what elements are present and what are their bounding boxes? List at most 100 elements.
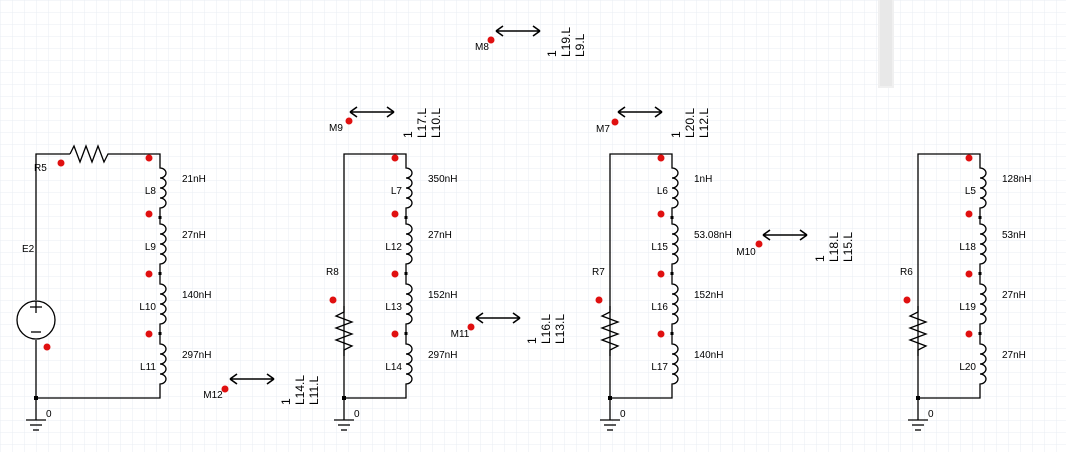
inductor-name: L5 <box>965 186 977 197</box>
resistor-r5[interactable] <box>69 144 112 164</box>
pin[interactable] <box>345 117 353 125</box>
inductor-l5[interactable]: L5 128nH <box>965 154 1032 213</box>
coupling-inductor-2: L15.L <box>841 232 855 262</box>
junction-dot <box>342 396 346 400</box>
resistor-r7[interactable] <box>600 306 620 356</box>
inductor-l6[interactable]: L6 1nH <box>657 154 712 213</box>
ground-symbol <box>26 398 46 431</box>
coupling-factor: 1 <box>279 398 293 405</box>
scrollbar-thumb[interactable] <box>880 0 892 86</box>
inductor-name: L16 <box>651 302 668 313</box>
inductor-value: 27nH <box>1002 350 1026 361</box>
coupling-m12[interactable]: M12 1 L14.L L11.L <box>203 373 321 405</box>
inductor-l13[interactable]: L13 152nH <box>385 270 457 329</box>
resistor-label: R7 <box>592 267 605 278</box>
inductor-coil <box>979 340 987 388</box>
pin[interactable] <box>43 343 51 351</box>
ground-label: 0 <box>928 409 934 420</box>
pin[interactable] <box>145 154 153 162</box>
coupling-arrow <box>349 106 395 118</box>
inductor-coil <box>405 164 413 212</box>
pin[interactable] <box>145 270 153 278</box>
inductor-l14[interactable]: L14 297nH <box>385 330 457 389</box>
pin[interactable] <box>391 154 399 162</box>
pin[interactable] <box>965 154 973 162</box>
inductor-name: L8 <box>145 186 157 197</box>
inductor-l9[interactable]: L9 27nH <box>145 210 206 269</box>
voltage-source-e2[interactable] <box>16 300 56 340</box>
coupling-m10[interactable]: M10 1 L18.L L15.L <box>736 229 855 262</box>
coupling-inductor-1: L19.L <box>559 27 573 57</box>
junction-dot <box>670 332 674 335</box>
inductor-l17[interactable]: L17 140nH <box>651 330 723 389</box>
inductor-l18[interactable]: L18 53nH <box>959 210 1026 269</box>
coupling-m11[interactable]: M11 1 L16.L L13.L <box>451 312 567 344</box>
inductor-value: 297nH <box>428 350 457 361</box>
pin[interactable] <box>657 330 665 338</box>
coupling-m9[interactable]: M9 1 L17.L L10.L <box>329 106 443 138</box>
inductor-coil <box>159 220 167 268</box>
inductor-name: L9 <box>145 242 157 253</box>
ground-symbol <box>600 398 620 431</box>
inductor-value: 140nH <box>694 350 723 361</box>
pin[interactable] <box>657 210 665 218</box>
coupling-name: M11 <box>451 329 470 340</box>
inductor-l11[interactable]: L11 297nH <box>140 330 211 389</box>
inductor-value: 21nH <box>182 174 206 185</box>
inductor-l19[interactable]: L19 27nH <box>959 270 1026 329</box>
pin[interactable] <box>467 323 475 331</box>
pin[interactable] <box>145 210 153 218</box>
inductor-l16[interactable]: L16 152nH <box>651 270 723 329</box>
inductor-l10[interactable]: L10 140nH <box>139 270 211 329</box>
pin[interactable] <box>611 118 619 126</box>
inductor-l7[interactable]: L7 350nH <box>391 154 458 213</box>
inductor-value: 350nH <box>428 174 457 185</box>
junction-dot <box>34 396 38 400</box>
inductor-coil <box>159 164 167 212</box>
pin[interactable] <box>965 210 973 218</box>
pin[interactable] <box>329 296 337 304</box>
inductor-coil <box>671 220 679 268</box>
coupling-m8[interactable]: M8 1 L19.L L9.L <box>475 25 587 57</box>
inductor-coil <box>671 164 679 212</box>
pin[interactable] <box>657 154 665 162</box>
pin[interactable] <box>57 159 65 167</box>
resistor-r8[interactable] <box>334 306 354 356</box>
pin[interactable] <box>595 296 603 304</box>
inductor-l8[interactable]: L8 21nH <box>145 154 206 213</box>
inductor-stack: L7 350nH L12 27nH L13 152nH L14 297nH <box>385 154 458 389</box>
pin[interactable] <box>903 296 911 304</box>
inductor-coil <box>671 280 679 328</box>
inductor-l20[interactable]: L20 27nH <box>959 330 1026 389</box>
resistor-r6[interactable] <box>908 306 928 356</box>
inductor-l15[interactable]: L15 53.08nH <box>651 210 732 269</box>
pin[interactable] <box>755 240 763 248</box>
junction-dot <box>158 272 162 275</box>
pin[interactable] <box>391 330 399 338</box>
inductor-name: L13 <box>385 302 402 313</box>
coupling-factor: 1 <box>525 337 539 344</box>
pin[interactable] <box>965 330 973 338</box>
coupling-inductor-2: L12.L <box>697 108 711 138</box>
pin[interactable] <box>657 270 665 278</box>
inductor-name: L14 <box>385 362 402 373</box>
pin[interactable] <box>965 270 973 278</box>
coupling-factor: 1 <box>669 131 683 138</box>
pin[interactable] <box>145 330 153 338</box>
wire <box>35 153 161 399</box>
coupling-inductor-1: L20.L <box>683 108 697 138</box>
coupling-m7[interactable]: M7 1 L20.L L12.L <box>596 106 711 138</box>
pin[interactable] <box>391 270 399 278</box>
inductor-stack: L5 128nH L18 53nH L19 27nH L20 27nH <box>959 154 1032 389</box>
pin[interactable] <box>391 210 399 218</box>
resistor-label: R6 <box>900 267 913 278</box>
pin[interactable] <box>221 385 229 393</box>
circuit-4: R6 0 L5 128nH L18 53nH <box>900 153 1032 431</box>
inductor-l12[interactable]: L12 27nH <box>385 210 452 269</box>
pin[interactable] <box>487 36 495 44</box>
junction-dot <box>608 396 612 400</box>
coupling-factor: 1 <box>813 255 827 262</box>
junction-dot <box>978 272 982 275</box>
